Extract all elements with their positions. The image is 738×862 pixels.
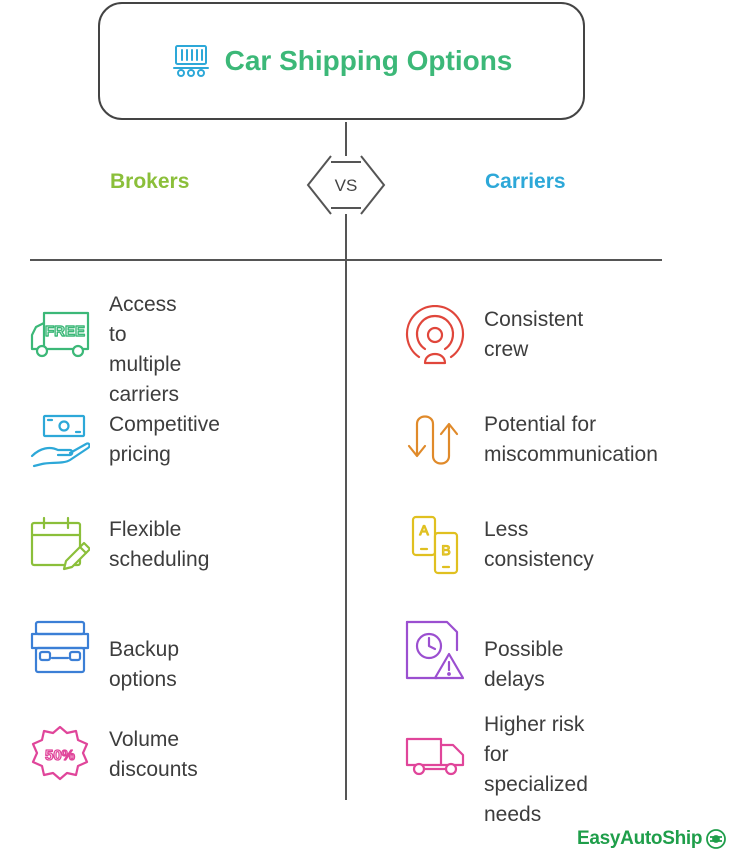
carriers-item-specialized-needs: Higher risk for specialized needs bbox=[405, 713, 588, 826]
brand-logo: EasyAutoShip bbox=[577, 828, 727, 850]
brokers-item-label: Flexible scheduling bbox=[109, 518, 210, 571]
carriers-item-possible-delays: Possible delays bbox=[405, 620, 563, 691]
brokers-item-label: Access to multiple carriers bbox=[109, 293, 182, 406]
horizontal-divider bbox=[30, 259, 662, 261]
brand-name: EasyAutoShip bbox=[577, 828, 703, 849]
carriers-item-miscommunication: Potential for miscommunication bbox=[405, 410, 658, 470]
arrows-up-down-icon bbox=[407, 415, 459, 465]
truck-icon bbox=[405, 737, 465, 776]
page-title: Car Shipping Options bbox=[224, 45, 513, 76]
carriers-item-label: Consistent crew bbox=[484, 308, 584, 361]
discount-badge-icon: 50% bbox=[31, 725, 89, 781]
clock-warning-icon bbox=[405, 620, 465, 680]
carriers-item-label: Potential for miscommunication bbox=[484, 413, 658, 466]
backup-vehicle-icon bbox=[30, 620, 90, 674]
brokers-item-flexible-scheduling: Flexible scheduling bbox=[30, 515, 209, 575]
calendar-edit-icon bbox=[30, 516, 90, 571]
brokers-item-backup-options: Backup options bbox=[30, 620, 179, 691]
brokers-item-competitive-pricing: Competitive pricing bbox=[30, 410, 220, 470]
carriers-heading: Carriers bbox=[485, 170, 566, 193]
ab-phones-icon: A B bbox=[411, 515, 459, 575]
svg-text:FREE: FREE bbox=[45, 323, 85, 340]
carriers-item-label: Higher risk for specialized needs bbox=[484, 713, 588, 826]
svg-text:A: A bbox=[419, 522, 429, 538]
brokers-heading: Brokers bbox=[110, 170, 190, 193]
vertical-divider bbox=[345, 214, 347, 800]
carriers-item-consistent-crew: Consistent crew bbox=[405, 305, 583, 365]
vertical-divider-top bbox=[345, 122, 347, 156]
broadcast-person-icon bbox=[405, 305, 465, 365]
brokers-item-label: Backup options bbox=[109, 638, 180, 691]
vs-marker: VS bbox=[306, 155, 386, 215]
svg-text:B: B bbox=[441, 542, 450, 558]
carriers-item-label: Possible delays bbox=[484, 638, 564, 691]
title-box: Car Shipping Options bbox=[98, 2, 585, 120]
brokers-item-label: Competitive pricing bbox=[109, 413, 220, 466]
brokers-item-volume-discounts: 50% Volume discounts bbox=[30, 725, 198, 785]
carriers-item-label: Less consistency bbox=[484, 518, 594, 571]
carriers-item-less-consistency: A B Less consistency bbox=[405, 515, 594, 575]
container-truck-icon bbox=[172, 45, 209, 77]
car-wheel-logo-icon bbox=[706, 829, 727, 849]
free-delivery-truck-icon: FREE bbox=[30, 311, 90, 358]
brokers-item-label: Volume discounts bbox=[109, 728, 198, 781]
money-in-hand-icon bbox=[30, 414, 90, 468]
brokers-item-multiple-carriers: FREE Access to multiple carriers bbox=[30, 293, 181, 406]
vs-label: VS bbox=[335, 176, 358, 195]
svg-text:50%: 50% bbox=[45, 747, 75, 764]
